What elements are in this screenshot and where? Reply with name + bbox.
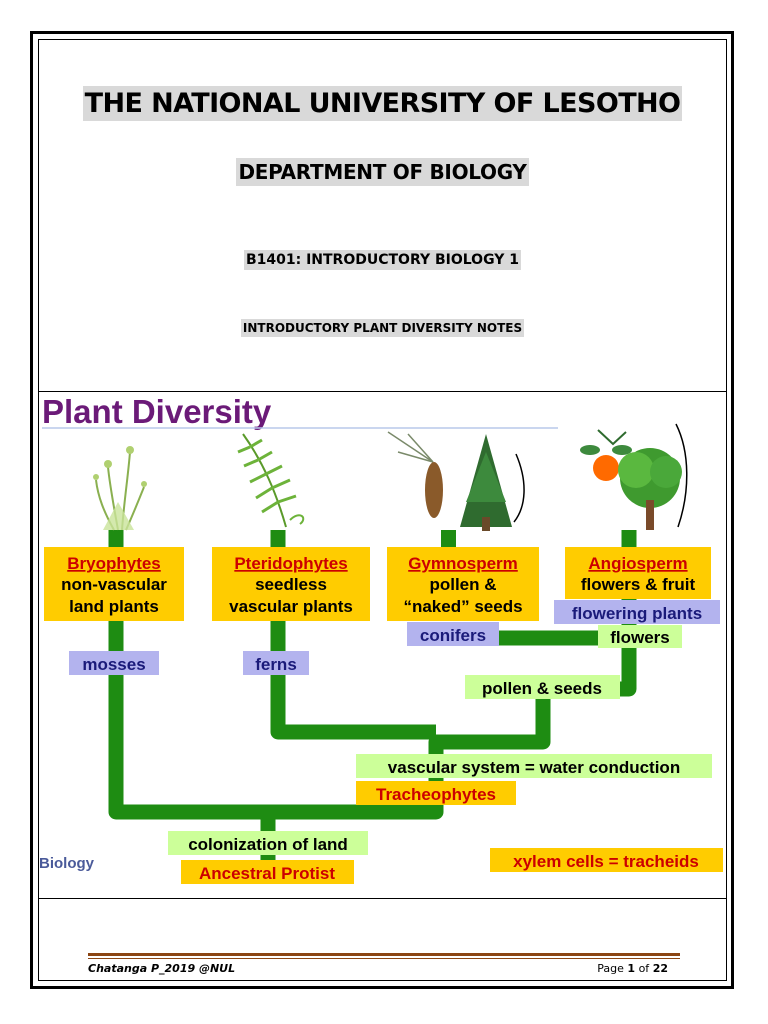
bryophytes-line2: land plants	[69, 597, 159, 616]
gymnosperm-box: Gymnosperm pollen & “naked” seeds	[387, 547, 539, 621]
page-border-inner	[38, 39, 727, 981]
notes-title-text: INTRODUCTORY PLANT DIVERSITY NOTES	[240, 319, 525, 337]
ancestral-protist-label: Ancestral Protist	[199, 864, 335, 883]
tracheophytes-label: Tracheophytes	[376, 785, 496, 804]
conifer-illustration	[387, 431, 525, 531]
xylem-tag: xylem cells = tracheids	[490, 848, 723, 872]
angiosperm-box: Angiosperm flowers & fruit	[565, 547, 711, 599]
department-title: DEPARTMENT OF BIOLOGY	[38, 158, 727, 186]
conifers-label: conifers	[420, 626, 486, 645]
xylem-label: xylem cells = tracheids	[513, 852, 699, 871]
footer-rule-thick	[88, 953, 680, 956]
course-title-text: B1401: INTRODUCTORY BIOLOGY 1	[243, 250, 522, 270]
moss-illustration	[93, 446, 147, 531]
bryophytes-name: Bryophytes	[67, 554, 161, 573]
pollen-seeds-tag: pollen & seeds	[465, 675, 620, 699]
footer-page-number: Page 1 of 22	[597, 962, 668, 975]
flowers-label: flowers	[610, 628, 670, 647]
university-title: THE NATIONAL UNIVERSITY OF LESOTHO	[38, 86, 727, 121]
tracheophytes-tag: Tracheophytes	[356, 781, 516, 805]
colonization-tag: colonization of land	[168, 831, 368, 855]
bryophytes-box: Bryophytes non-vascular land plants	[44, 547, 184, 621]
angiosperm-illustration	[580, 423, 688, 530]
footer-author: Chatanga P_2019 @NUL	[88, 962, 236, 975]
pteridophytes-line2: vascular plants	[229, 597, 353, 616]
gymnosperm-line2: “naked” seeds	[403, 597, 522, 616]
pteridophytes-name: Pteridophytes	[234, 554, 347, 573]
gymnosperm-name: Gymnosperm	[408, 554, 518, 573]
flowering-plants-tag: flowering plants	[554, 600, 720, 624]
vascular-system-tag: vascular system = water conduction	[356, 754, 712, 778]
course-title: B1401: INTRODUCTORY BIOLOGY 1	[38, 250, 727, 270]
pteridophytes-box: Pteridophytes seedless vascular plants	[212, 547, 370, 621]
fern-illustration	[237, 433, 305, 528]
plant-diversity-diagram: Plant Diversity	[39, 393, 723, 884]
page-label: Page	[597, 962, 624, 975]
footer-rule-thin	[88, 958, 680, 959]
angiosperm-name: Angiosperm	[588, 554, 687, 573]
biology-label: Biology	[39, 855, 95, 872]
pollen-seeds-label: pollen & seeds	[482, 679, 602, 698]
ancestral-protist-tag: Ancestral Protist	[181, 860, 354, 884]
department-title-text: DEPARTMENT OF BIOLOGY	[236, 158, 529, 186]
page-total: 22	[652, 962, 668, 975]
notes-title: INTRODUCTORY PLANT DIVERSITY NOTES	[38, 319, 727, 337]
bryophytes-line1: non-vascular	[61, 575, 167, 594]
divider-bottom	[38, 898, 727, 899]
gymnosperm-line1: pollen &	[429, 575, 496, 594]
flowers-tag: flowers	[598, 625, 682, 648]
page-current: 1	[627, 962, 636, 975]
page-border-outer	[30, 31, 734, 989]
angiosperm-line1: flowers & fruit	[581, 575, 696, 594]
ferns-label: ferns	[255, 655, 297, 674]
ferns-tag: ferns	[243, 651, 309, 675]
gymnosperm-stem	[441, 530, 456, 548]
flowering-plants-label: flowering plants	[572, 604, 702, 623]
university-title-text: THE NATIONAL UNIVERSITY OF LESOTHO	[82, 86, 683, 121]
pteridophytes-line1: seedless	[255, 575, 327, 594]
conifers-tag: conifers	[407, 622, 499, 646]
divider-top	[38, 391, 727, 392]
vascular-system-label: vascular system = water conduction	[388, 758, 680, 777]
mosses-tag: mosses	[69, 651, 159, 675]
page-of: of	[638, 962, 650, 975]
colonization-label: colonization of land	[188, 835, 348, 854]
mosses-label: mosses	[82, 655, 145, 674]
diagram-title: Plant Diversity	[42, 393, 272, 430]
